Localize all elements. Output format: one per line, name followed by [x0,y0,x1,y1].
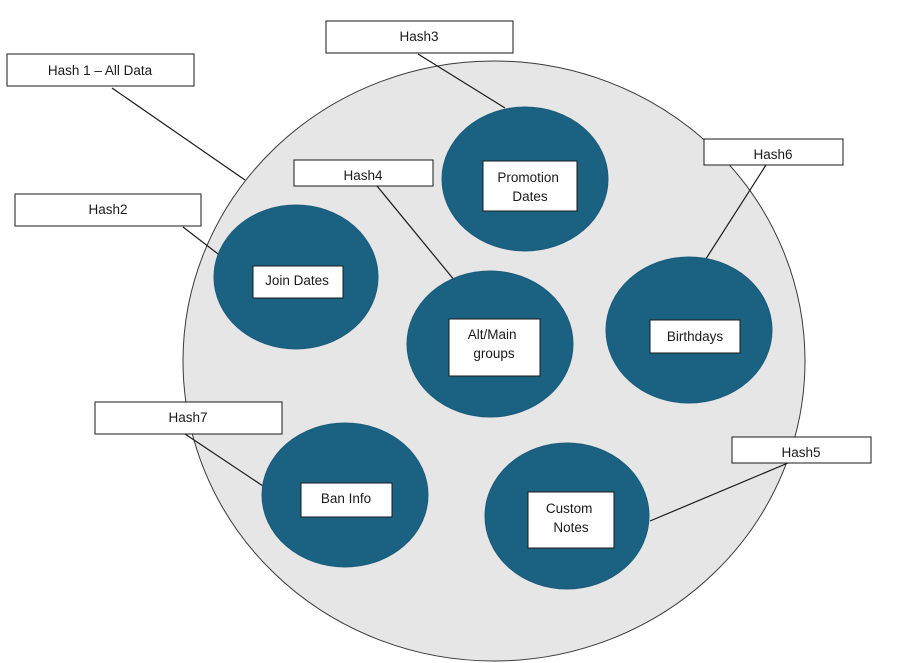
node-alt-main-groups: Alt/Main groups [406,270,574,418]
label-hash4: Hash4 [293,159,434,187]
node-birthdays-label: Birthdays [667,329,724,344]
node-custom-notes-label-line-2: Notes [553,520,589,535]
node-promotion-dates-label-line-2: Dates [512,189,548,204]
label-hash4-text: Hash4 [343,168,383,183]
node-custom-notes-label: Custom Notes [546,501,596,535]
node-join-dates-box [252,265,344,299]
label-hash3-text: Hash3 [399,29,438,44]
label-hash5: Hash5 [731,436,872,464]
node-custom-notes-label-line-1: Custom [546,501,593,516]
connector-hash2 [182,226,223,258]
node-ban-info: Ban Info [261,422,429,568]
node-alt-main-groups-box [448,318,541,377]
label-hash6: Hash6 [703,138,844,166]
label-hash6-box [703,138,844,166]
node-promotion-dates-label-line-1: Promotion [497,170,559,185]
node-promotion-dates: Promotion Dates [441,106,609,252]
connector-hash3 [417,53,506,109]
node-join-dates-label: Join Dates [265,273,329,288]
label-hash7: Hash7 [94,401,283,435]
connector-hash1 [111,87,246,181]
node-join-dates: Join Dates [213,204,379,350]
node-custom-notes: Custom Notes [484,442,650,590]
label-hash1-text: Hash 1 – All Data [48,63,153,78]
label-hash2: Hash2 [14,193,202,227]
node-birthdays-label-line-1: Birthdays [667,329,724,344]
label-hash3-box [325,20,514,54]
label-hash7-box [94,401,283,435]
label-hash2-text: Hash2 [88,202,127,217]
node-promotion-dates-box [482,160,578,212]
label-hash7-text: Hash7 [168,410,207,425]
connector-lines [111,53,789,522]
label-hash2-box [14,193,202,227]
node-ban-info-label: Ban Info [321,491,371,506]
node-birthdays-box [649,319,741,354]
node-join-dates-label-line-1: Join Dates [265,273,329,288]
node-ban-info-box [300,482,393,518]
node-ban-info-label-line-1: Ban Info [321,491,371,506]
node-alt-main-groups-label-line-1: Alt/Main [468,327,517,342]
node-alt-main-groups-label: Alt/Main groups [468,327,521,361]
label-hash5-text: Hash5 [781,445,820,460]
label-hash3: Hash3 [325,20,514,54]
node-promotion-dates-label: Promotion Dates [497,170,562,204]
label-hash1: Hash 1 – All Data [6,53,195,87]
connector-hash4 [376,185,456,282]
connector-hash5 [649,462,789,522]
connector-hash7 [184,433,273,493]
node-custom-notes-box [527,491,615,549]
label-hash6-text: Hash6 [753,147,792,162]
label-hash4-box [293,159,434,187]
node-alt-main-groups-label-line-2: groups [473,346,515,361]
label-hash1-box [6,53,195,87]
node-birthdays: Birthdays [605,256,773,404]
connector-hash6 [701,164,767,266]
label-hash5-box [731,436,872,464]
